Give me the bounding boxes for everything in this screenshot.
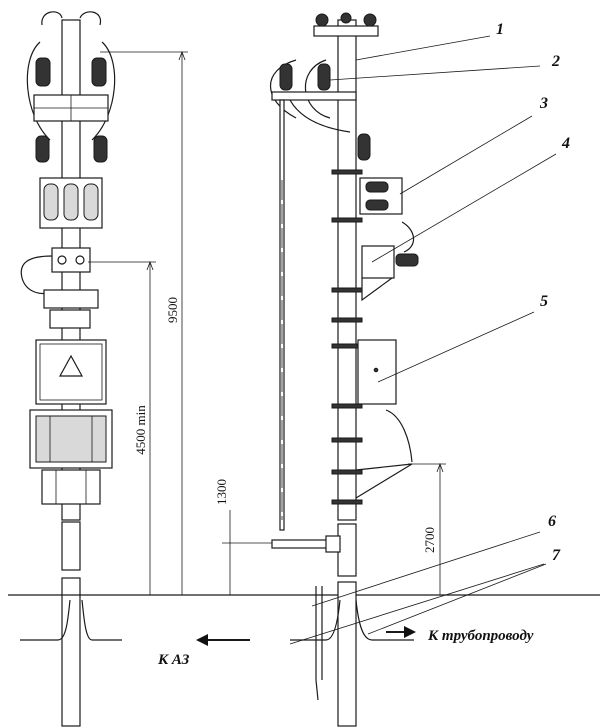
front-top-wires	[41, 11, 102, 26]
callout-5: 5	[540, 293, 548, 310]
ground-cable-right	[355, 599, 414, 641]
callout-4: 4	[561, 135, 570, 152]
side-head-plate	[313, 25, 379, 37]
front-middle-insulators	[35, 135, 108, 163]
dimension-lines	[8, 50, 600, 596]
front-pole-segment	[61, 521, 81, 571]
arrow-to-pipeline	[386, 626, 416, 638]
ground-cable-left	[290, 599, 341, 641]
side-clamp-assembly	[361, 221, 419, 302]
front-meter-box	[35, 339, 107, 405]
callout-6: 6	[548, 513, 556, 530]
caption-to-az: К АЗ	[157, 652, 190, 668]
side-lower-bracket	[355, 463, 413, 499]
dimension-1300: 1300	[214, 479, 229, 505]
ground-electrode	[315, 586, 319, 701]
front-side-wires	[26, 41, 116, 141]
side-drive-handle	[271, 539, 335, 549]
dimension-2700: 2700	[422, 527, 437, 553]
callout-1: 1	[496, 21, 504, 38]
front-drop-cable	[20, 255, 53, 295]
dimension-4500-min: 4500 min	[133, 405, 148, 455]
side-upper-insulators	[279, 63, 331, 91]
side-top-insulators	[315, 12, 377, 27]
side-view	[270, 12, 419, 727]
caption-to-pipeline: К трубопроводу	[427, 628, 534, 644]
side-fuse-assembly	[359, 177, 403, 215]
side-crossarm	[271, 91, 357, 101]
dimension-9500: 9500	[165, 297, 180, 323]
side-cable-to-box	[385, 409, 413, 463]
warning-triangle-icon	[58, 354, 84, 377]
front-pole-base	[61, 577, 81, 727]
side-middle-insulator	[357, 133, 371, 161]
callout-leaders	[289, 35, 557, 645]
callout-2: 2	[551, 53, 560, 70]
front-upper-insulators	[35, 57, 107, 87]
side-pole-bands	[331, 169, 363, 505]
side-pole-segment	[337, 523, 357, 577]
front-ground-lines	[20, 599, 122, 641]
front-bracket	[43, 289, 99, 309]
arrow-to-az	[196, 634, 250, 646]
callout-7: 7	[552, 547, 561, 564]
side-pole-base	[337, 581, 357, 727]
front-view	[20, 11, 122, 727]
callout-3: 3	[539, 95, 548, 112]
